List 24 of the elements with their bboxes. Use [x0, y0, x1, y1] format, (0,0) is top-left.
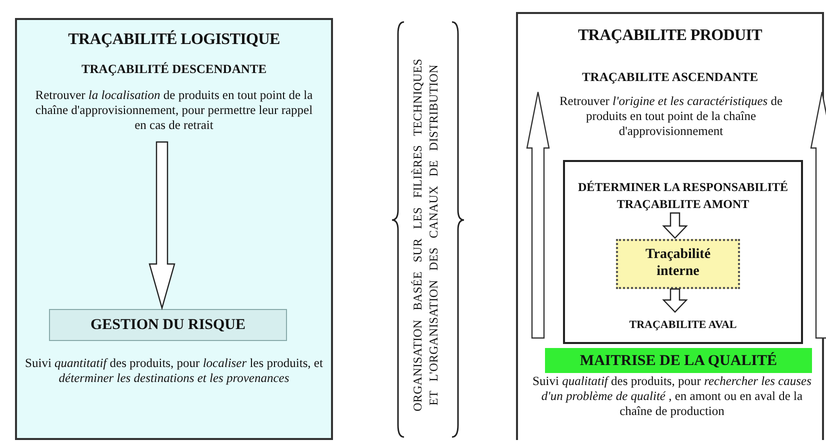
description: Retrouver l'origine et les caractéristiques de produits en tout point de la chaîne d'approvisionnement	[558, 94, 784, 139]
box-label: GESTION DU RISQUE	[90, 316, 246, 334]
description: Suivi qualitatif des produits, pour rechercher les causes d'un problème de qualité , en amont ou en aval de la chaîne de production	[532, 374, 812, 419]
box-label: TRAÇABILITE AVAL	[628, 319, 738, 332]
arrow	[148, 141, 176, 310]
box-label: MAITRISE DE LA QUALITÉ	[580, 352, 778, 370]
heading: TRAÇABILITE PRODUIT	[576, 26, 764, 46]
rotated-label: ORGANISATION BASÉE SUR LES FILIÈRES TECHNIQUES	[410, 58, 426, 412]
arrow	[662, 212, 688, 239]
process-box	[563, 160, 803, 344]
heading: TRAÇABILITÉ LOGISTIQUE	[67, 30, 281, 50]
highlight-bar	[545, 348, 812, 373]
description: Retrouver la localisation de produits en tout point de la chaîne d'approvisionnement, pour permettre leur rappel en cas de retrait	[34, 88, 314, 133]
box-label: DÉTERMINER LA RESPONSABILITÉ	[576, 180, 790, 194]
description: Suivi quantitatif des produits, pour localiser les produits, et déterminer les destinations et les provenances	[25, 356, 323, 386]
process-box	[616, 239, 740, 289]
box-label: TRAÇABILITE AMONT	[616, 197, 750, 212]
panel	[15, 18, 333, 440]
subheading: TRAÇABILITE ASCENDANTE	[580, 70, 760, 85]
subheading: TRAÇABILITÉ DESCENDANTE	[80, 62, 268, 77]
process-box	[49, 309, 287, 341]
box-label: Traçabilité interne	[644, 247, 712, 281]
rotated-label: ET L'ORGANISATION DES CANAUX DE DISTRIBUTION	[426, 64, 442, 406]
arrow	[662, 288, 688, 313]
